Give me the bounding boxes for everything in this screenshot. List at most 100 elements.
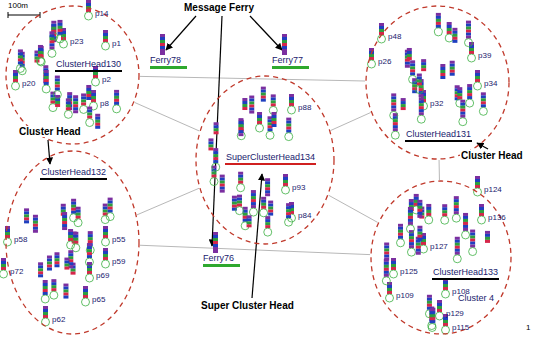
sensor-block bbox=[61, 207, 66, 210]
sensor-block bbox=[54, 261, 59, 264]
sensor-block bbox=[409, 236, 414, 239]
sensor-range bbox=[464, 39, 472, 47]
sensor-block bbox=[450, 73, 455, 76]
sensor-block bbox=[452, 31, 457, 34]
sensor-block bbox=[436, 25, 441, 28]
sensor-block bbox=[238, 118, 243, 121]
sensor-range bbox=[409, 75, 417, 83]
sensor-block bbox=[103, 257, 108, 260]
cluster-head-label: ClusterHead130 bbox=[55, 60, 122, 72]
sensor-range bbox=[478, 216, 486, 224]
sensor-block bbox=[213, 247, 218, 250]
sensor-block bbox=[452, 37, 457, 40]
sensor-block bbox=[265, 181, 270, 184]
sensor-block bbox=[417, 226, 422, 229]
sensor-block bbox=[249, 96, 254, 99]
node-id: p124 bbox=[484, 186, 502, 195]
sensor-block bbox=[265, 193, 270, 196]
sensor-block bbox=[268, 204, 273, 207]
sensor-block bbox=[286, 203, 291, 206]
sensor-block bbox=[62, 218, 67, 221]
sensor-block bbox=[443, 284, 448, 287]
sensor-block bbox=[479, 204, 484, 207]
sensor-block bbox=[265, 222, 270, 225]
sensor-block bbox=[108, 201, 113, 204]
sensor-block bbox=[265, 178, 270, 181]
sensor-range bbox=[67, 241, 75, 249]
sensor-block bbox=[54, 258, 59, 261]
sensor-block bbox=[33, 227, 38, 230]
ferry-label: Ferry78 bbox=[150, 56, 187, 69]
sensor-block bbox=[265, 225, 270, 228]
scale-tick bbox=[8, 12, 9, 18]
link-line bbox=[137, 188, 199, 215]
sensor-block bbox=[71, 269, 76, 272]
sensor-block bbox=[38, 48, 43, 51]
sensor-block bbox=[103, 33, 108, 36]
sensor-block bbox=[407, 57, 412, 60]
sensor-block bbox=[421, 65, 426, 68]
sensor-block bbox=[410, 69, 415, 72]
node-id: p39 bbox=[478, 52, 491, 61]
sensor-block bbox=[261, 93, 266, 96]
annotation: 1 bbox=[526, 324, 530, 333]
sensor-block bbox=[242, 104, 247, 107]
sensor-block bbox=[417, 212, 422, 215]
sensor-block bbox=[160, 43, 165, 46]
sensor-block bbox=[51, 288, 56, 291]
sensor-block bbox=[88, 240, 93, 243]
sensor-block bbox=[470, 242, 475, 245]
dashed-ellipse bbox=[6, 151, 139, 334]
sensor-block bbox=[5, 232, 10, 235]
sensor-block bbox=[410, 63, 415, 66]
sensor-block bbox=[81, 96, 86, 99]
sensor-block bbox=[66, 107, 71, 110]
sensor-block bbox=[485, 234, 490, 237]
sensor-block bbox=[268, 213, 273, 216]
sensor-block bbox=[87, 243, 92, 246]
sensor-block bbox=[409, 202, 414, 205]
sensor-block bbox=[384, 271, 389, 274]
link-line bbox=[135, 102, 200, 131]
sensor-block bbox=[33, 230, 38, 233]
sensor-block bbox=[103, 254, 108, 257]
sensor-block bbox=[55, 82, 60, 85]
sensor-block bbox=[401, 101, 406, 104]
sensor-block bbox=[481, 101, 486, 104]
sensor-block bbox=[447, 28, 452, 31]
sensor-range bbox=[85, 12, 93, 20]
sensor-block bbox=[57, 26, 62, 29]
sensor-block bbox=[417, 215, 422, 218]
sensor-block bbox=[436, 22, 441, 25]
sensor-block bbox=[427, 295, 432, 298]
sensor-block bbox=[88, 237, 93, 240]
sensor-block bbox=[437, 303, 442, 306]
sensor-block bbox=[1, 261, 6, 264]
sensor-block bbox=[391, 102, 396, 105]
sensor-block bbox=[410, 72, 415, 75]
sensor-range bbox=[266, 131, 274, 139]
sensor-block bbox=[416, 243, 421, 246]
sensor-block bbox=[454, 196, 459, 199]
sensor-block bbox=[238, 178, 243, 181]
sensor-block bbox=[286, 127, 291, 130]
sensor-block bbox=[87, 116, 92, 119]
sensor-range bbox=[92, 78, 100, 86]
sensor-block bbox=[73, 110, 78, 113]
sensor-block bbox=[485, 240, 490, 243]
sensor-block bbox=[71, 272, 76, 275]
sensor-block bbox=[409, 239, 414, 242]
sensor-block bbox=[47, 265, 52, 268]
sensor-block bbox=[261, 197, 266, 200]
sensor-block bbox=[391, 267, 396, 270]
sensor-block bbox=[24, 211, 29, 214]
sensor-range bbox=[41, 295, 49, 303]
sensor-block bbox=[86, 91, 91, 94]
sensor-block bbox=[68, 238, 73, 241]
sensor-block bbox=[271, 97, 276, 100]
cluster-region: ClusterHead130 bbox=[5, 5, 140, 145]
sensor-block bbox=[485, 237, 490, 240]
node-id: p69 bbox=[96, 272, 109, 281]
sensor-block bbox=[57, 29, 62, 32]
sensor-block bbox=[272, 112, 277, 115]
